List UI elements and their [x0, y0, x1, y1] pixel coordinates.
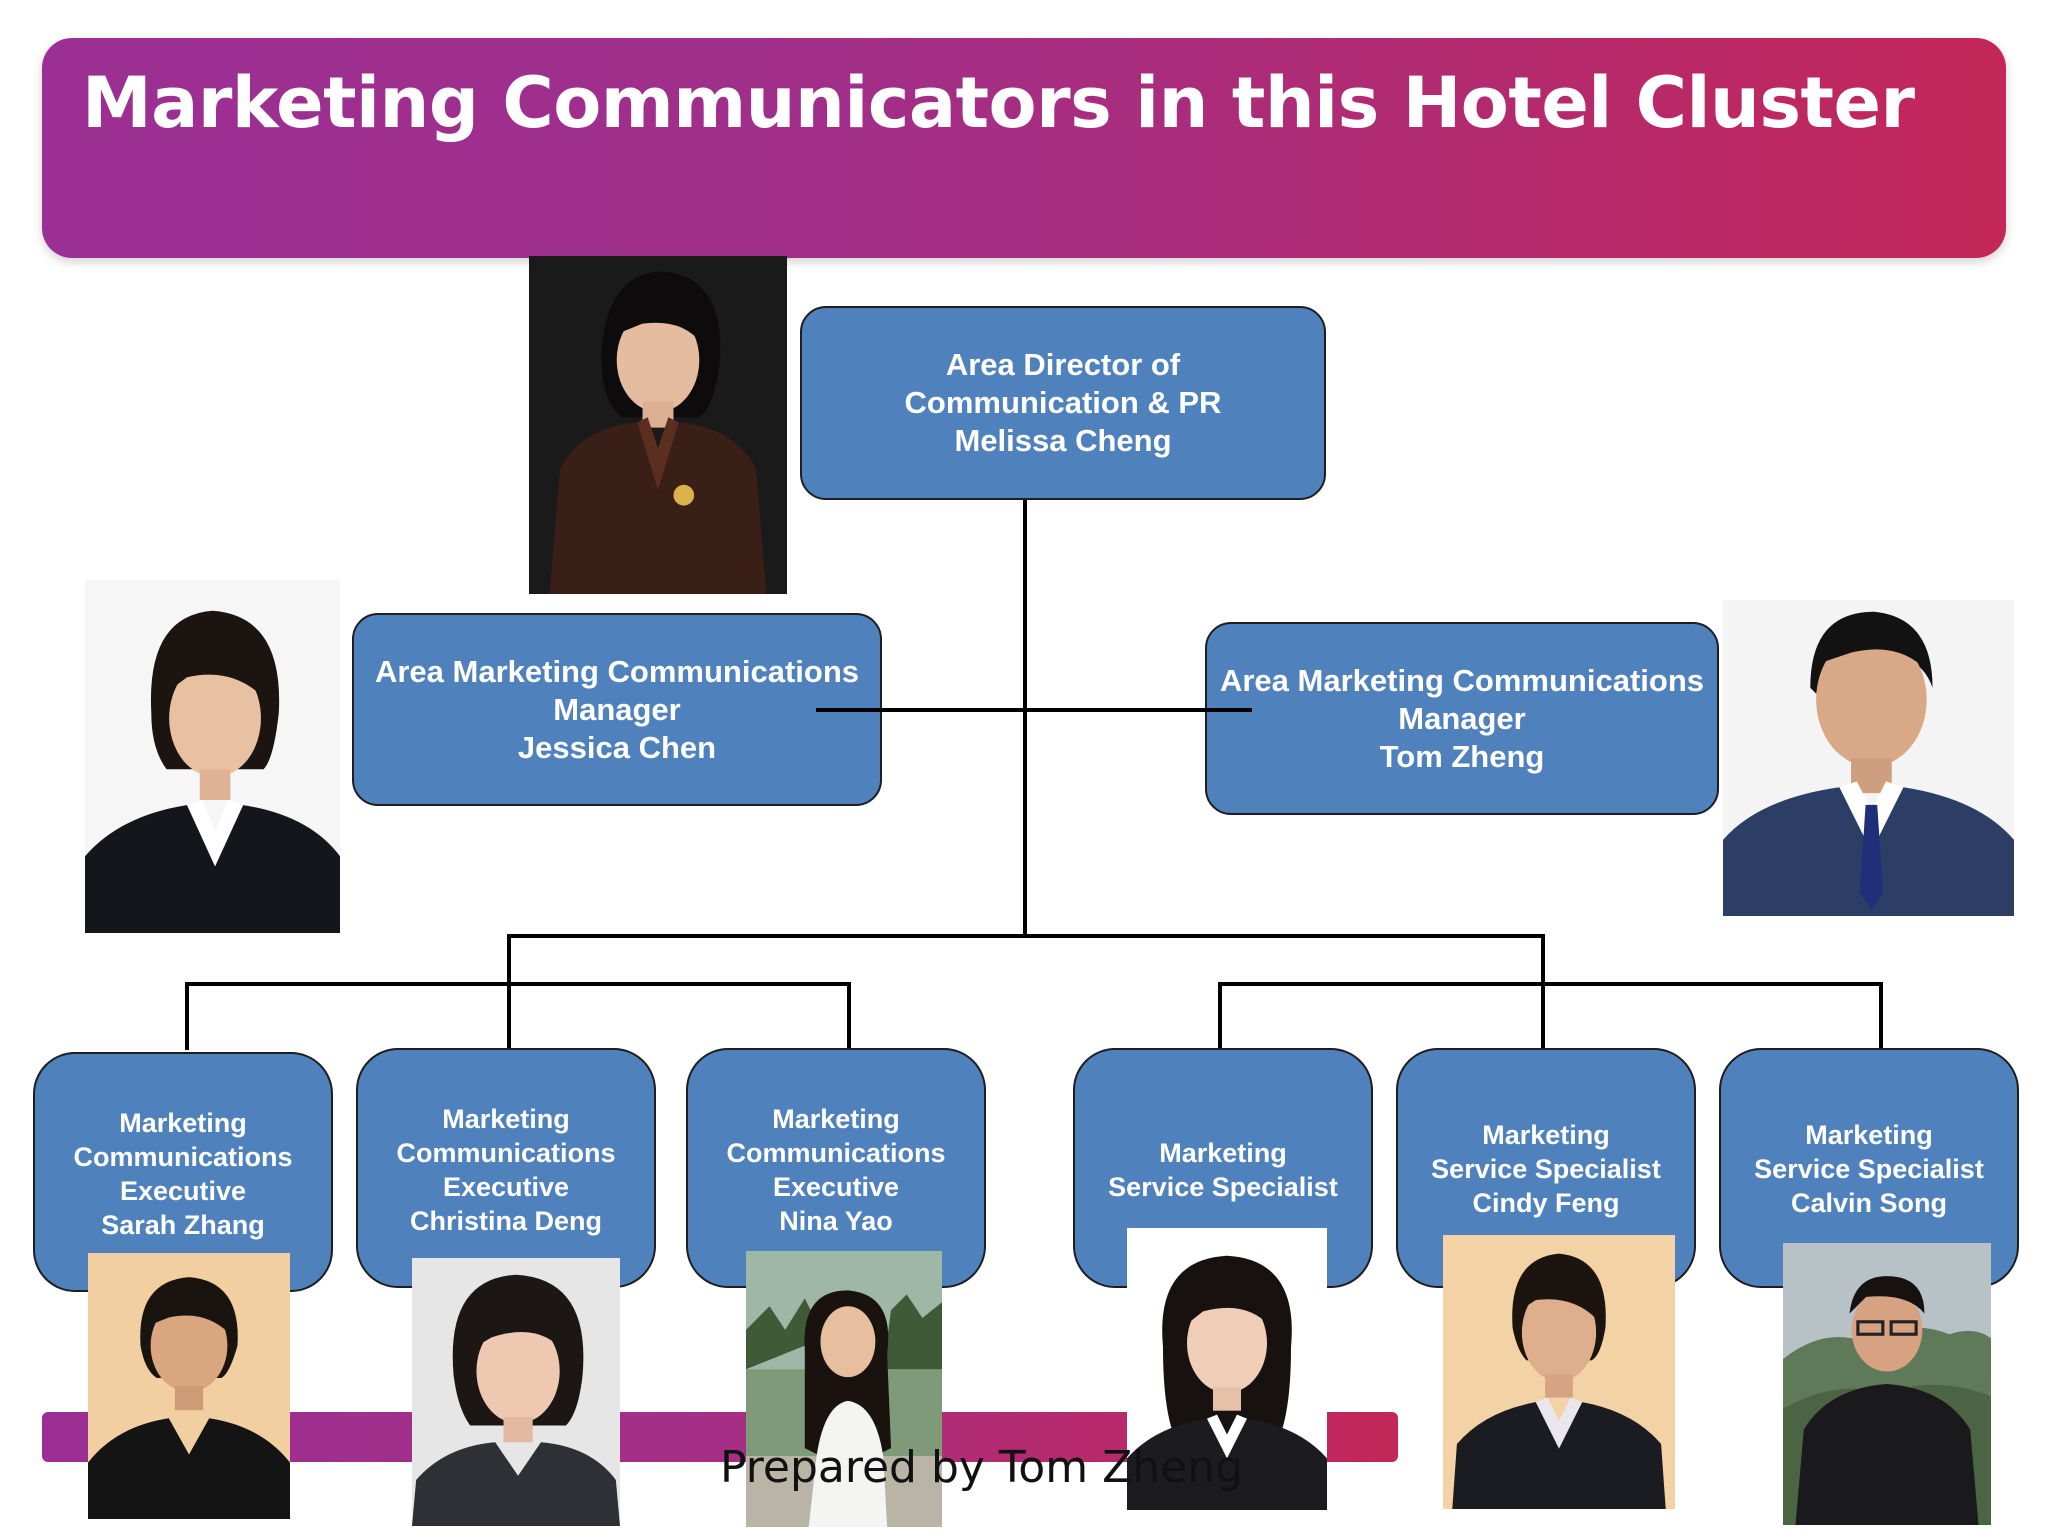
connector-right-drop [1541, 934, 1545, 984]
connector-drop-5 [1541, 982, 1545, 1050]
staff-2-name: Christina Deng [409, 1206, 603, 1236]
manager-left-role-line-1: Area Marketing Communications [374, 653, 860, 689]
manager-right-box: Area Marketing Communications Manager To… [1205, 622, 1719, 815]
manager-right-name: Tom Zheng [1379, 738, 1545, 774]
connector-director-trunk [1023, 500, 1027, 936]
staff-5-line-1: Marketing [1482, 1120, 1610, 1150]
footer-prepared-by: Prepared by Tom Zheng [720, 1442, 1243, 1493]
staff-6-name: Calvin Song [1790, 1188, 1947, 1218]
portrait-photo-melissa-cheng [529, 256, 787, 594]
staff-4-line-1: Marketing [1159, 1138, 1287, 1168]
staff-2-line-3: Executive [442, 1172, 570, 1202]
manager-left-role-line-2: Manager [553, 691, 681, 727]
staff-3-line-2: Communications [726, 1138, 946, 1168]
staff-2-line-1: Marketing [442, 1104, 570, 1134]
director-role-line-1: Area Director of [945, 347, 1181, 382]
manager-right-role-line-1: Area Marketing Communications [1219, 662, 1705, 698]
connector-drop-4 [1218, 982, 1222, 1050]
connector-drop-1 [185, 982, 189, 1050]
staff-1-line-3: Executive [119, 1176, 247, 1206]
staff-3-name: Nina Yao [779, 1206, 893, 1236]
portrait-photo-cindy-feng [1443, 1235, 1675, 1509]
portrait-photo-sarah-zhang [88, 1253, 290, 1519]
title-banner [42, 38, 2006, 258]
staff-2-line-2: Communications [396, 1138, 616, 1168]
connector-main-horizontal [507, 934, 1545, 938]
portrait-photo-nina-yao [746, 1251, 942, 1527]
staff-1-name: Sarah Zhang [101, 1210, 265, 1240]
staff-3-line-3: Executive [772, 1172, 900, 1202]
connector-managers-overlay [816, 708, 1252, 712]
staff-1-line-1: Marketing [119, 1108, 247, 1138]
staff-5-line-2: Service Specialist [1431, 1154, 1661, 1184]
connector-drop-2 [507, 982, 511, 1050]
connector-left-drop [507, 934, 511, 984]
portrait-photo-tom-zheng [1723, 600, 2014, 916]
manager-right-role-line-2: Manager [1398, 700, 1526, 736]
staff-5-name: Cindy Feng [1472, 1188, 1620, 1218]
connector-right-horizontal [1218, 982, 1883, 986]
staff-1-line-2: Communications [73, 1142, 293, 1172]
director-name: Melissa Cheng [954, 423, 1172, 458]
connector-drop-6 [1879, 982, 1883, 1050]
connector-left-horizontal [185, 982, 851, 986]
staff-3-line-1: Marketing [772, 1104, 900, 1134]
manager-left-box: Area Marketing Communications Manager Je… [352, 613, 882, 806]
staff-box-2: Marketing Communications Executive Chris… [356, 1048, 656, 1288]
portrait-photo-jessica-chen [85, 580, 340, 933]
portrait-photo-calvin-song [1783, 1243, 1991, 1525]
staff-4-line-2: Service Specialist [1108, 1172, 1338, 1202]
manager-left-name: Jessica Chen [517, 729, 717, 765]
portrait-photo-christina-deng [412, 1258, 620, 1526]
slide-title: Marketing Communicators in this Hotel Cl… [82, 62, 1915, 144]
portrait-photo-marketing-service-specialist [1127, 1228, 1327, 1510]
connector-drop-3 [847, 982, 851, 1050]
director-role-line-2: Communication & PR [904, 385, 1222, 420]
director-box: Area Director of Communication & PR Meli… [800, 306, 1326, 500]
staff-6-line-1: Marketing [1805, 1120, 1933, 1150]
staff-6-line-2: Service Specialist [1754, 1154, 1984, 1184]
staff-box-3: Marketing Communications Executive Nina … [686, 1048, 986, 1288]
